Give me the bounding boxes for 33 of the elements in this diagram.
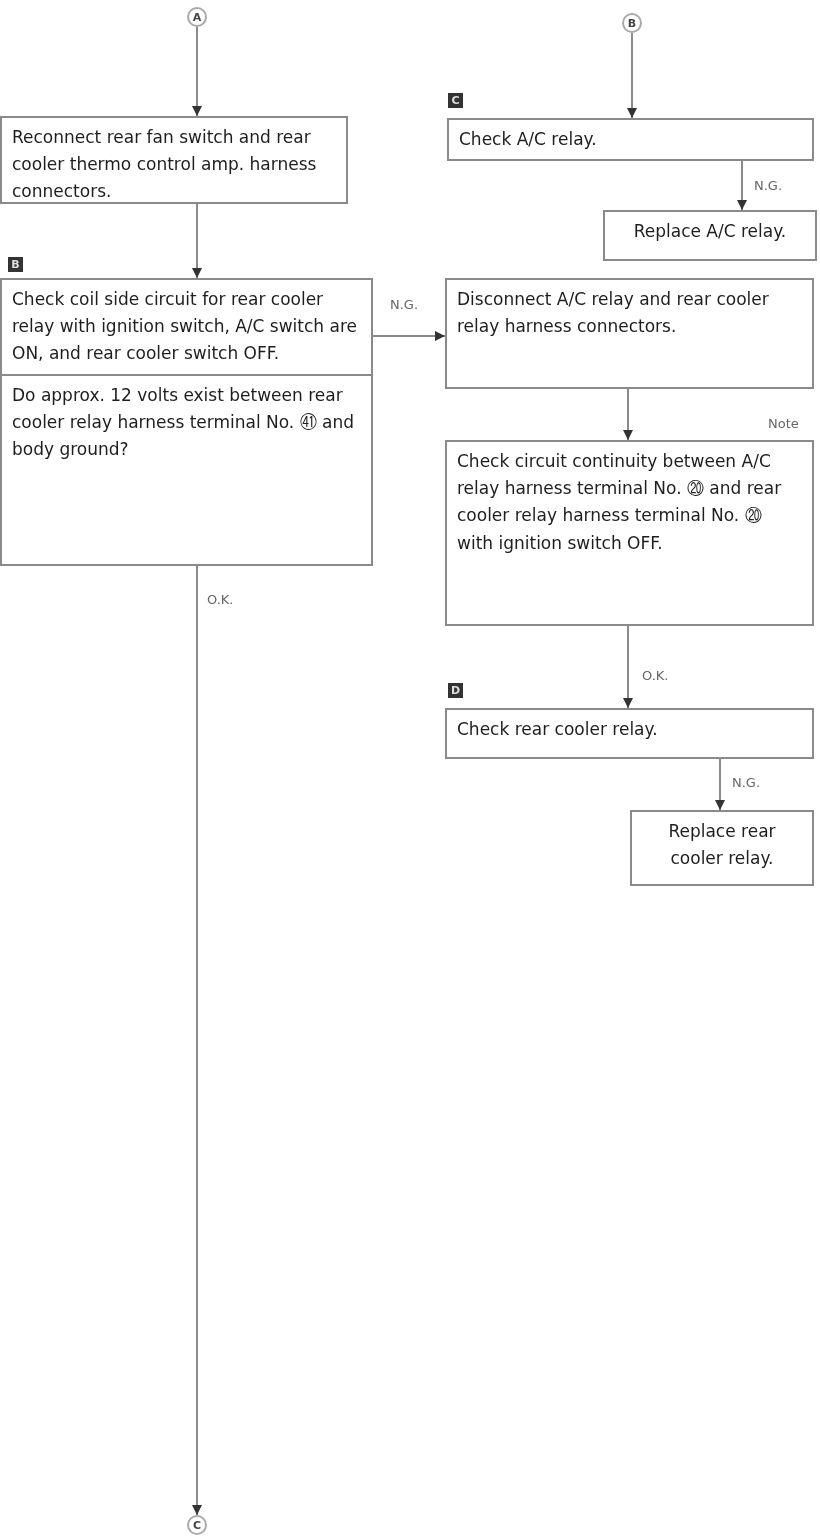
connector-circle: B: [622, 13, 642, 33]
process-box: [447, 118, 814, 161]
process-box: [0, 278, 373, 566]
process-box: [630, 810, 814, 886]
arrow: [737, 160, 747, 211]
connector-circle: C: [187, 1515, 207, 1535]
step-text: Replace A/C relay.: [632, 220, 788, 243]
process-box: [445, 708, 814, 759]
step-text: Check rear cooler relay.: [456, 718, 659, 741]
step-marker: D: [448, 683, 463, 698]
arrow: [192, 565, 202, 1516]
process-box: [445, 278, 814, 389]
connector-circle: A: [187, 7, 207, 27]
step-text: Check coil side circuit for rear cooler relay with ignition switch, A/C switch are ON, and rear cooler switch OFF.: [11, 288, 358, 366]
process-box: [0, 116, 348, 204]
arrow: [627, 32, 637, 119]
step-marker: C: [448, 93, 463, 108]
step-text: Check A/C relay.: [458, 128, 598, 151]
arrow: [372, 331, 446, 341]
arrow: [192, 203, 202, 279]
step-text: Reconnect rear fan switch and rear cooler thermo control amp. harness connectors.: [11, 126, 318, 204]
arrow: [623, 388, 633, 441]
step-text: Disconnect A/C relay and rear cooler relay harness connectors.: [456, 288, 770, 339]
arrow: [715, 758, 725, 811]
step-text: Check circuit continuity between A/C relay harness terminal No. ⑳ and rear cooler relay harness terminal No. ⑳ with ignition switch OFF.: [456, 450, 783, 555]
arrow: [623, 625, 633, 709]
arrow: [192, 26, 202, 117]
step-text: Replace rear cooler relay.: [667, 820, 777, 871]
note-text: Note: [768, 416, 799, 431]
process-box: [445, 440, 814, 626]
question-text: Do approx. 12 volts exist between rear cooler relay harness terminal No. ㊶ and body ground?: [2, 373, 371, 470]
step-marker: B: [8, 257, 23, 272]
process-box: [603, 210, 817, 261]
